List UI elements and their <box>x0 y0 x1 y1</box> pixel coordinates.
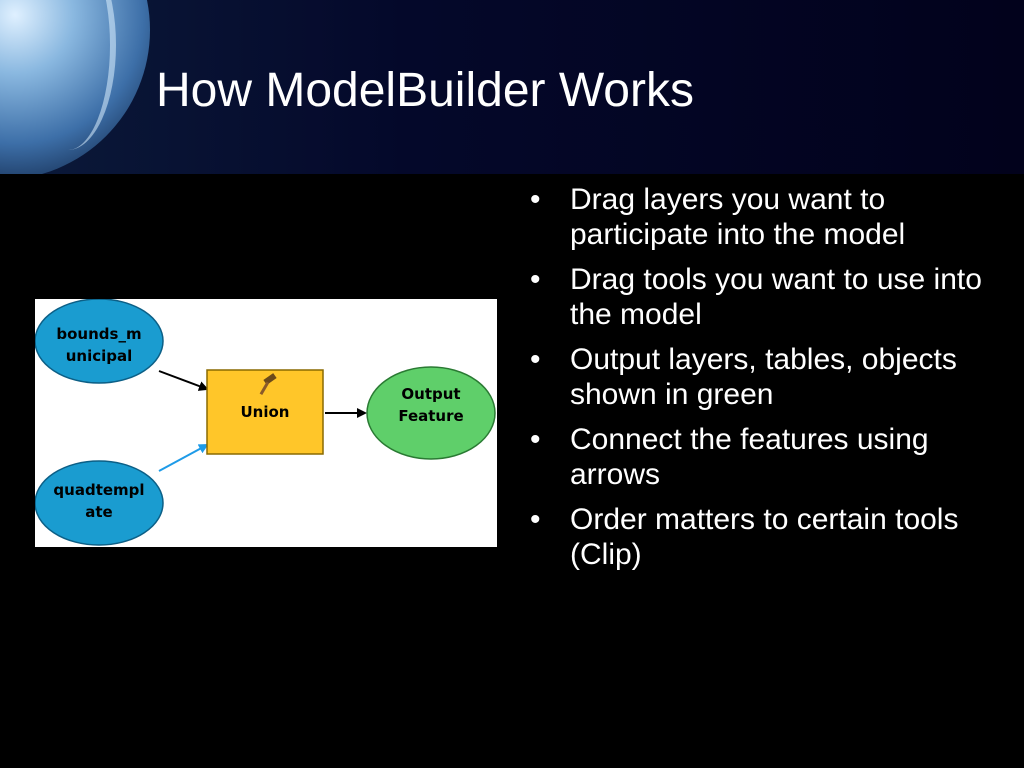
input-node-quadtemplate[interactable] <box>35 460 164 546</box>
title-banner: How ModelBuilder Works <box>0 0 1024 174</box>
bullet-item: • Drag tools you want to use into the mod… <box>530 262 1010 332</box>
bullet-item: • Output layers, tables, objects shown in… <box>530 342 1010 412</box>
bullet-text: Drag tools you want to use into the mode… <box>570 263 982 331</box>
bullet-text: Connect the features using arrows <box>570 423 929 491</box>
modelbuilder-diagram: bounds_m unicipal quadtempl ate Union Ou… <box>35 299 497 547</box>
input-node-2-label-line2: ate <box>85 503 112 521</box>
bullet-marker: • <box>530 423 541 456</box>
tool-node-label: Union <box>241 403 290 421</box>
bullet-marker: • <box>530 343 541 376</box>
globe-graphic <box>0 0 150 174</box>
input-node-1-label-line1: bounds_m <box>56 325 141 343</box>
output-node-label-line2: Feature <box>398 407 463 425</box>
output-node-label-line1: Output <box>401 385 460 403</box>
bullet-marker: • <box>530 183 541 216</box>
tool-node-union[interactable] <box>206 369 324 455</box>
bullet-list: • Drag layers you want to participate int… <box>530 182 1010 582</box>
bullet-text: Order matters to certain tools (Clip) <box>570 503 959 571</box>
connector-input2-to-tool <box>158 444 209 472</box>
diagram-canvas: bounds_m unicipal quadtempl ate Union Ou… <box>35 299 496 546</box>
hammer-icon <box>259 373 277 396</box>
input-node-1-label-line2: unicipal <box>66 347 133 365</box>
bullet-item: • Drag layers you want to participate int… <box>530 182 1010 252</box>
output-node-feature[interactable] <box>366 366 496 460</box>
input-node-2-label-line1: quadtempl <box>53 481 144 499</box>
bullet-item: • Connect the features using arrows <box>530 422 1010 492</box>
bullet-text: Output layers, tables, objects shown in … <box>570 343 957 411</box>
bullet-item: • Order matters to certain tools (Clip) <box>530 502 1010 572</box>
input-node-bounds-municipal[interactable] <box>35 299 164 384</box>
bullet-text: Drag layers you want to participate into… <box>570 183 906 251</box>
bullet-marker: • <box>530 263 541 296</box>
connector-input1-to-tool <box>158 370 209 391</box>
bullet-marker: • <box>530 503 541 536</box>
slide-title: How ModelBuilder Works <box>156 64 694 117</box>
